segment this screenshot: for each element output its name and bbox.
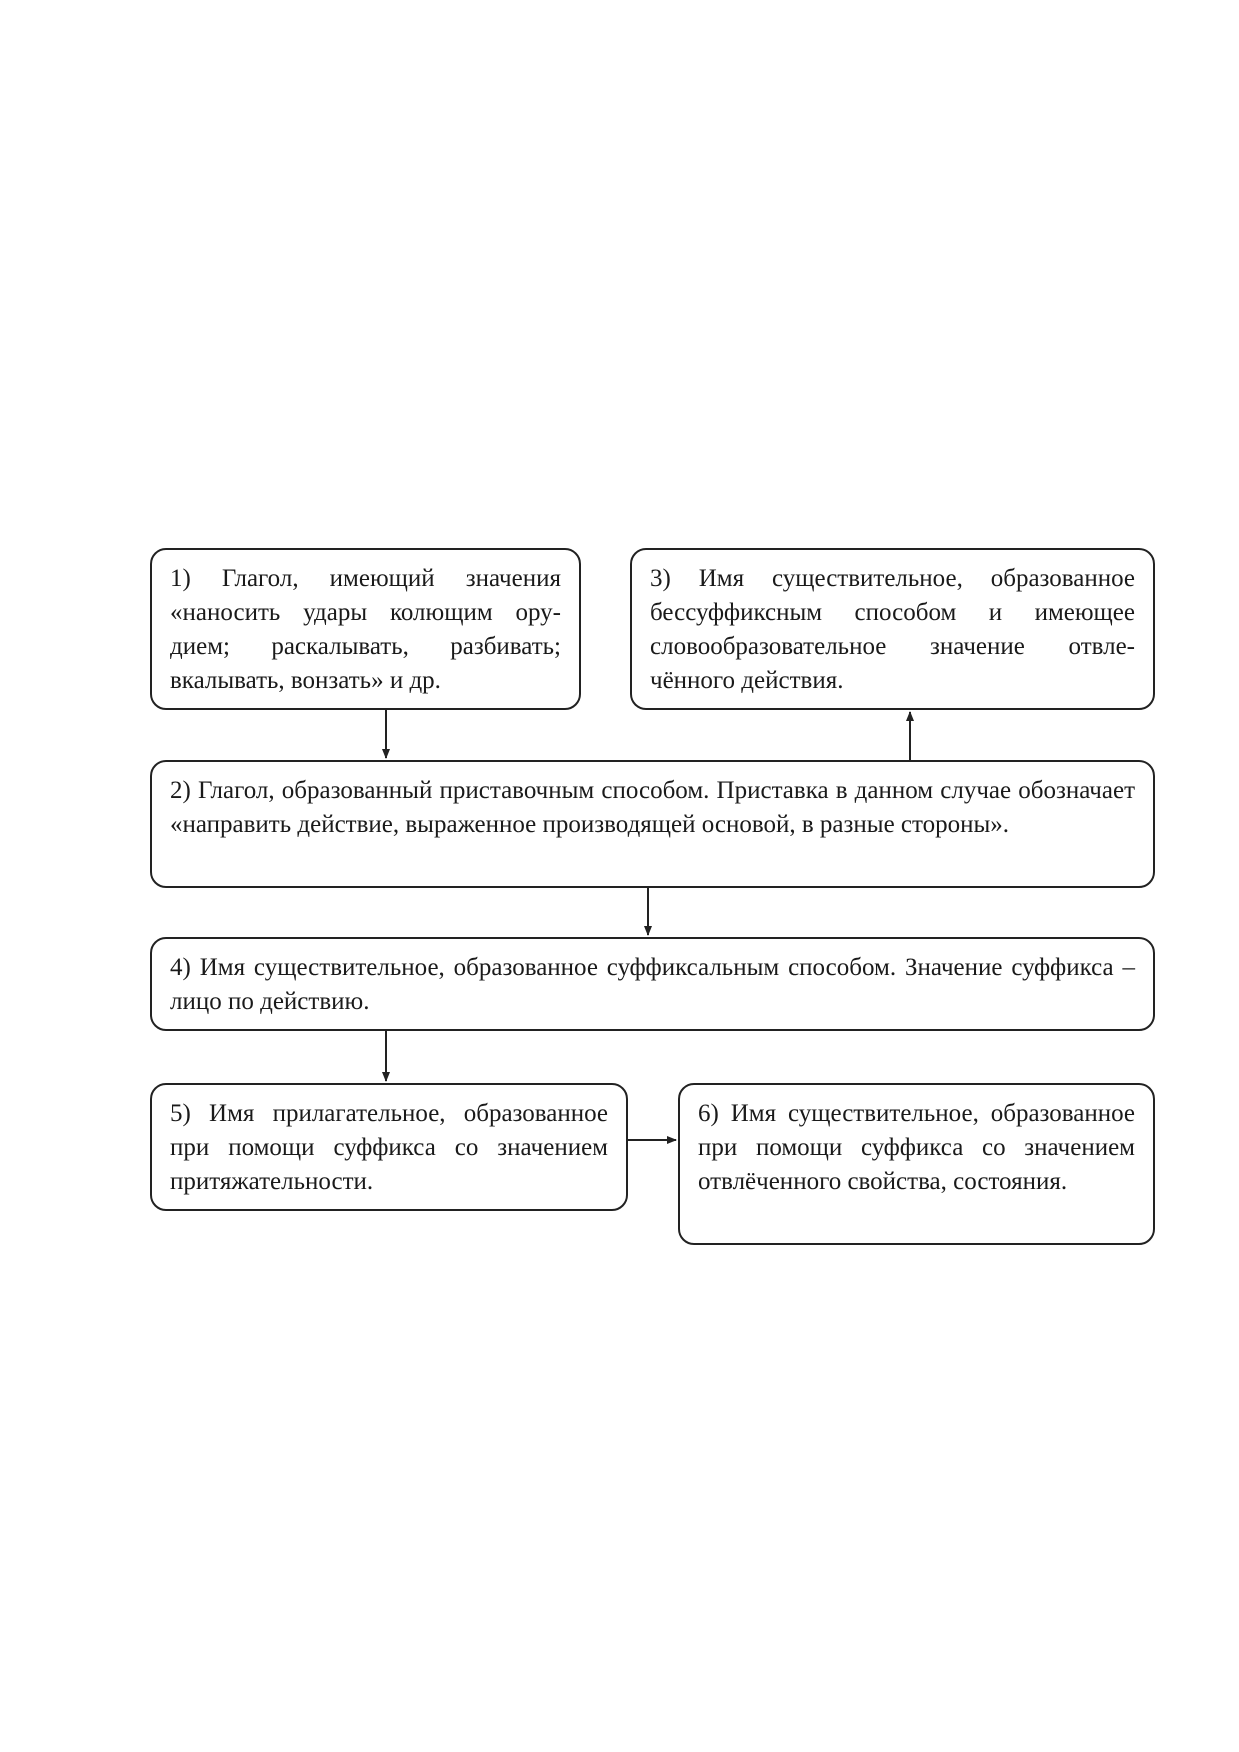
- node-2-prefixed-verb: 2) Глагол, образованный приставочным спо…: [150, 760, 1155, 888]
- node-5-possessive-adjective: 5) Имя прилагательное, образован­ное при…: [150, 1083, 628, 1211]
- node-3-noun-nonsuffixal: 3) Имя существительное, образованное бес…: [630, 548, 1155, 710]
- node-6-abstract-noun: 6) Имя существительное, образо­ванное пр…: [678, 1083, 1155, 1245]
- node-4-noun-suffixal: 4) Имя существительное, образованное суф…: [150, 937, 1155, 1031]
- node-1-verb: 1) Глагол, имеющий значения «наносить уд…: [150, 548, 581, 710]
